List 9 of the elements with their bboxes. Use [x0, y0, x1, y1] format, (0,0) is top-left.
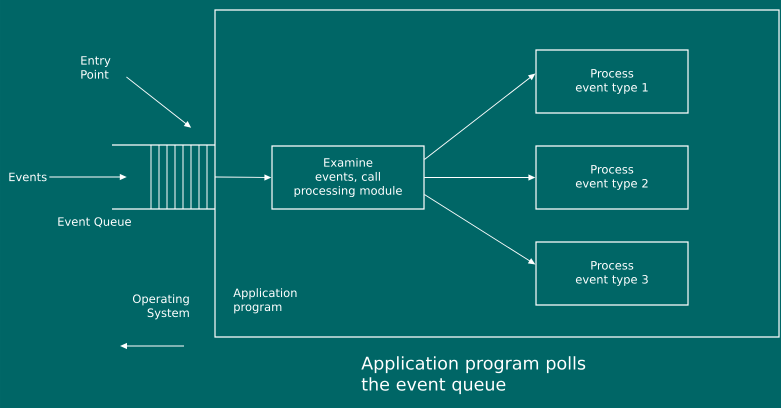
entry-label: Entry Point — [81, 56, 110, 79]
process-box: Process event type 2 — [535, 145, 689, 210]
os-label: Operating System — [132, 294, 189, 320]
queue-drawing: Event Queue — [58, 144, 216, 228]
process-box: Process event type 3 — [535, 241, 689, 306]
input-label: Events — [9, 172, 47, 182]
process-box: Examine events, call processing module — [271, 145, 425, 210]
process-box: Process event type 1 — [535, 49, 689, 114]
caption: Application program polls the event queue — [361, 356, 586, 394]
